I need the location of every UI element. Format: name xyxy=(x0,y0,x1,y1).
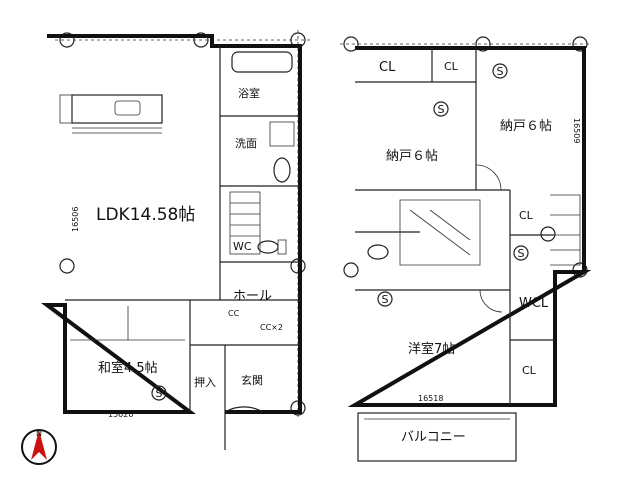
grid-marker xyxy=(59,258,75,274)
wash-basin xyxy=(273,157,291,183)
room-washitsu: 和室4.5帖 xyxy=(98,360,158,376)
smoke-detector-1f: S xyxy=(151,385,167,401)
floor-1: S LDK14.58帖 浴室 洗面 WC ホール CC CC×2 和室4.5帖 … xyxy=(40,30,310,450)
bathtub xyxy=(231,51,293,73)
toilet-2f xyxy=(367,244,389,260)
smoke-detector-label: S xyxy=(156,387,163,400)
dim-bottom-1f: 15020 xyxy=(108,410,133,419)
room-wc: WC xyxy=(233,240,252,253)
room-nando-2: 納戸６帖 xyxy=(500,119,552,134)
room-bath: 浴室 xyxy=(238,86,260,100)
room-ldk: LDK14.58帖 xyxy=(96,205,195,225)
balcony xyxy=(357,412,517,462)
room-balcony: バルコニー xyxy=(401,430,466,445)
room-nando-1: 納戸６帖 xyxy=(386,149,438,164)
closet-d: CL xyxy=(522,364,537,377)
smoke-detector-label: S xyxy=(497,65,504,78)
floor-2-outer-wall xyxy=(347,46,592,407)
hall-cc-label: CC xyxy=(228,309,240,318)
kitchen-counter xyxy=(59,94,163,134)
smoke-detector-label: S xyxy=(382,293,389,306)
room-youshitsu: 洋室7帖 xyxy=(408,341,455,357)
room-hall: ホール xyxy=(233,289,272,304)
stairs-floor2 xyxy=(399,194,581,266)
grid-marker xyxy=(343,262,359,278)
room-genkan: 玄関 xyxy=(241,373,263,387)
closet-c: CL xyxy=(519,209,534,222)
smoke-detector-2f: S S S S xyxy=(377,63,529,307)
toilet xyxy=(257,240,279,254)
grid-marker xyxy=(540,226,556,242)
room-wash: 洗面 xyxy=(235,137,257,150)
closet-a: CL xyxy=(379,60,396,75)
dim-left-1f: 16506 xyxy=(71,207,80,232)
compass-label: N xyxy=(36,429,42,438)
closet-b: CL xyxy=(444,60,459,73)
smoke-detector-label: S xyxy=(518,247,525,260)
dim-right-2f: 16509 xyxy=(572,118,581,143)
north-arrow-icon xyxy=(31,430,47,460)
cc2-label: CC×2 xyxy=(260,323,283,332)
floor-1-outer-wall xyxy=(40,34,302,414)
smoke-detector-label: S xyxy=(438,103,445,116)
compass: N xyxy=(21,429,57,465)
room-wcl: WCL xyxy=(519,296,549,311)
stairs-floor1 xyxy=(229,191,261,255)
dim-bottom-2f: 16518 xyxy=(418,394,443,403)
room-oshiire: 押入 xyxy=(194,375,216,389)
entry-door xyxy=(224,406,264,450)
floor-2: S S S S CL CL 納戸６帖 納戸６帖 CL WCL CL 洋室7帖 バ… xyxy=(340,36,592,462)
